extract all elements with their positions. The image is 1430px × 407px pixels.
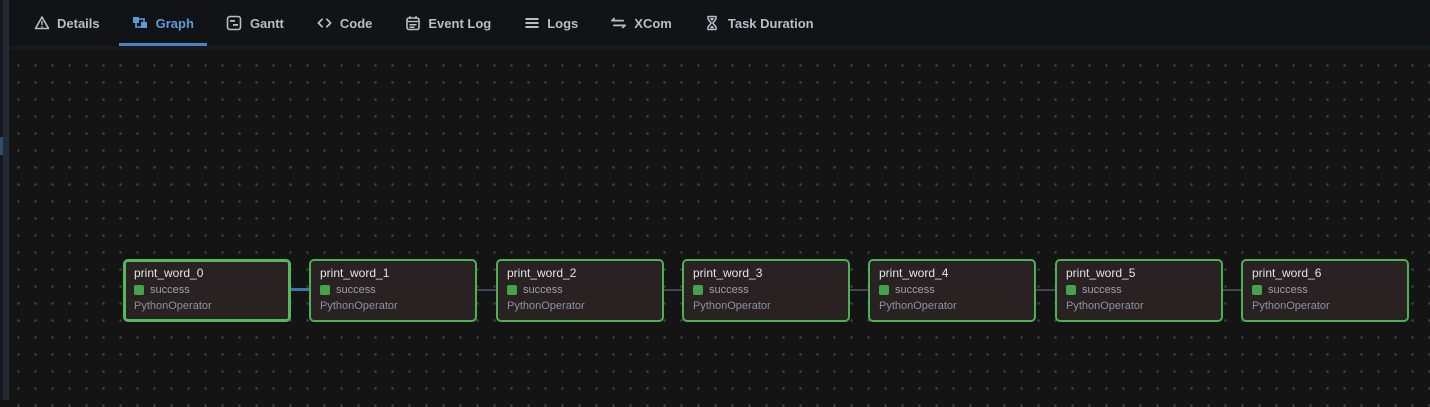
success-status-icon	[320, 285, 330, 295]
task-id: print_word_5	[1066, 266, 1136, 280]
task-status: success	[523, 284, 563, 296]
task-node[interactable]: print_word_5 success PythonOperator	[1055, 259, 1223, 322]
calendar-icon	[404, 15, 421, 32]
tab-label: XCom	[634, 15, 672, 31]
task-node[interactable]: print_word_3 success PythonOperator	[682, 259, 850, 322]
task-status: success	[895, 284, 935, 296]
tab-xcom[interactable]: XCom	[597, 0, 685, 46]
task-id: print_word_2	[507, 266, 577, 280]
task-id: print_word_1	[320, 266, 390, 280]
graph-canvas[interactable]: print_word_0 success PythonOperator prin…	[9, 50, 1430, 407]
tab-details[interactable]: Details	[20, 0, 113, 46]
tab-gantt[interactable]: Gantt	[213, 0, 297, 46]
edge-print_word_5-print_word_6	[1223, 289, 1241, 291]
tab-label: Details	[57, 15, 100, 31]
tab-code[interactable]: Code	[303, 0, 386, 46]
success-status-icon	[1252, 285, 1262, 295]
tab-graph[interactable]: Graph	[118, 0, 208, 46]
success-status-icon	[507, 285, 517, 295]
list-lines-icon	[523, 15, 540, 32]
success-status-icon	[1066, 285, 1076, 295]
tab-label: Gantt	[249, 15, 284, 31]
tab-label: Task Duration	[727, 15, 814, 31]
swap-arrows-icon	[610, 15, 627, 32]
task-node[interactable]: print_word_1 success PythonOperator	[309, 259, 477, 322]
tab-logs[interactable]: Logs	[510, 0, 591, 46]
tab-task-duration[interactable]: Task Duration	[691, 0, 827, 46]
tab-bar: Details Graph Gantt Code Event Log	[9, 0, 1430, 46]
task-operator: PythonOperator	[320, 300, 398, 312]
tab-label: Graph	[155, 15, 194, 31]
success-status-icon	[134, 285, 144, 295]
tab-event-log[interactable]: Event Log	[391, 0, 504, 46]
tab-label: Code	[339, 15, 373, 31]
task-operator: PythonOperator	[693, 300, 771, 312]
gantt-chart-icon	[226, 15, 243, 32]
task-status: success	[150, 284, 190, 296]
task-id: print_word_4	[879, 266, 949, 280]
edge-print_word_2-print_word_3	[664, 289, 682, 291]
graph-nodes-icon	[132, 15, 149, 32]
edge-print_word_1-print_word_2	[477, 289, 496, 291]
scrollbar-thumb[interactable]	[0, 137, 3, 155]
task-operator: PythonOperator	[134, 300, 212, 312]
task-status: success	[1082, 284, 1122, 296]
task-operator: PythonOperator	[1252, 300, 1330, 312]
task-node[interactable]: print_word_6 success PythonOperator	[1241, 259, 1409, 322]
hourglass-icon	[704, 15, 721, 32]
task-status: success	[1268, 284, 1308, 296]
task-operator: PythonOperator	[879, 300, 957, 312]
task-operator: PythonOperator	[507, 300, 585, 312]
task-status: success	[336, 284, 376, 296]
task-id: print_word_0	[134, 266, 204, 280]
task-node[interactable]: print_word_4 success PythonOperator	[868, 259, 1036, 322]
tabbar-divider	[9, 46, 1430, 50]
success-status-icon	[693, 285, 703, 295]
panel-scrollbar	[0, 0, 9, 400]
edge-print_word_4-print_word_5	[1036, 289, 1055, 291]
task-node[interactable]: print_word_0 success PythonOperator	[123, 259, 291, 322]
edge-print_word_3-print_word_4	[850, 289, 868, 291]
tab-label: Event Log	[428, 15, 492, 31]
edge-print_word_0-print_word_1	[291, 288, 309, 291]
task-status: success	[709, 284, 749, 296]
task-node[interactable]: print_word_2 success PythonOperator	[496, 259, 664, 322]
task-id: print_word_3	[693, 266, 763, 280]
code-brackets-icon	[316, 15, 333, 32]
task-operator: PythonOperator	[1066, 300, 1144, 312]
task-id: print_word_6	[1252, 266, 1322, 280]
scrollbar-track	[0, 0, 3, 400]
warning-triangle-icon	[33, 15, 50, 32]
success-status-icon	[879, 285, 889, 295]
tab-label: Logs	[547, 15, 579, 31]
